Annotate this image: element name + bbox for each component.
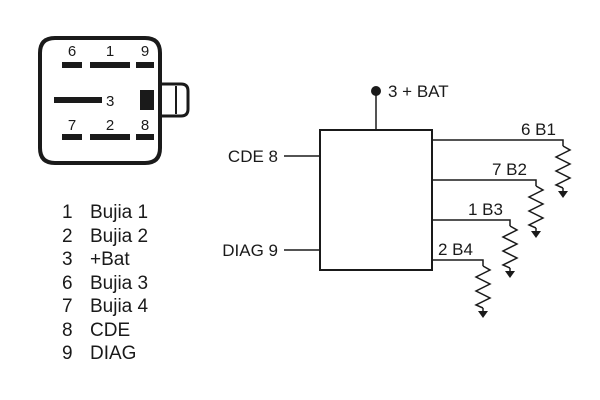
pin-7-terminal bbox=[62, 134, 82, 140]
legend-num-2: 2 bbox=[62, 226, 73, 247]
legend-name-9: DIAG bbox=[90, 343, 136, 364]
pin-legend: 1 Bujia 1 2 Bujia 2 3 +Bat 6 Bujia 3 7 B… bbox=[62, 202, 149, 364]
output-b2-wire bbox=[432, 179, 537, 186]
output-b2-ground-icon bbox=[531, 231, 541, 238]
output-b4-wire bbox=[432, 259, 484, 266]
pin-8-terminal bbox=[136, 134, 154, 140]
output-b2-resistor bbox=[527, 185, 545, 229]
pin-1-label: 1 bbox=[106, 43, 114, 60]
legend-num-3: 3 bbox=[62, 249, 73, 270]
output-b1-resistor bbox=[554, 145, 572, 189]
pin-right-terminal bbox=[140, 90, 154, 110]
pin-7-label: 7 bbox=[68, 117, 76, 134]
legend-num-7: 7 bbox=[62, 296, 73, 317]
legend-name-2: Bujia 2 bbox=[90, 226, 148, 247]
output-b4-label: 2 B4 bbox=[438, 240, 473, 259]
diag-input-label: DIAG 9 bbox=[222, 241, 278, 260]
connector-housing bbox=[38, 36, 162, 165]
output-b2-label: 7 B2 bbox=[492, 160, 527, 179]
output-b3-label: 1 B3 bbox=[468, 200, 503, 219]
pin-2-terminal bbox=[90, 134, 130, 140]
legend-name-3: +Bat bbox=[90, 249, 130, 270]
pin-9-label: 9 bbox=[141, 43, 149, 60]
output-b4-resistor bbox=[474, 265, 492, 309]
output-b3-wire bbox=[432, 219, 511, 226]
pin-8-label: 8 bbox=[141, 117, 149, 134]
legend-name-1: Bujia 1 bbox=[90, 202, 148, 223]
supply-label: 3 + BAT bbox=[388, 82, 449, 101]
pin-6-terminal bbox=[62, 62, 82, 68]
schematic bbox=[284, 86, 572, 318]
legend-num-8: 8 bbox=[62, 320, 73, 341]
output-b1-label: 6 B1 bbox=[521, 120, 556, 139]
connector-latch bbox=[160, 82, 190, 118]
output-b3-ground-icon bbox=[505, 271, 515, 278]
pin-9-terminal bbox=[136, 62, 154, 68]
connector: 6 1 9 3 7 2 8 bbox=[38, 36, 190, 165]
legend-name-8: CDE bbox=[90, 320, 130, 341]
legend-name-7: Bujia 4 bbox=[90, 296, 149, 317]
legend-name-6: Bujia 3 bbox=[90, 273, 148, 294]
cde-input-label: CDE 8 bbox=[228, 147, 278, 166]
legend-num-6: 6 bbox=[62, 273, 73, 294]
pin-3-terminal bbox=[54, 97, 102, 103]
pin-2-label: 2 bbox=[106, 117, 114, 134]
pin-6-label: 6 bbox=[68, 43, 76, 60]
legend-num-9: 9 bbox=[62, 343, 73, 364]
output-b3-resistor bbox=[501, 225, 519, 269]
output-b1-wire bbox=[432, 139, 564, 146]
pin-1-terminal bbox=[90, 62, 130, 68]
legend-num-1: 1 bbox=[62, 202, 73, 223]
output-b1-ground-icon bbox=[558, 191, 568, 198]
pin-3-label: 3 bbox=[106, 93, 114, 110]
module-box bbox=[319, 129, 433, 271]
output-b4-ground-icon bbox=[478, 311, 488, 318]
